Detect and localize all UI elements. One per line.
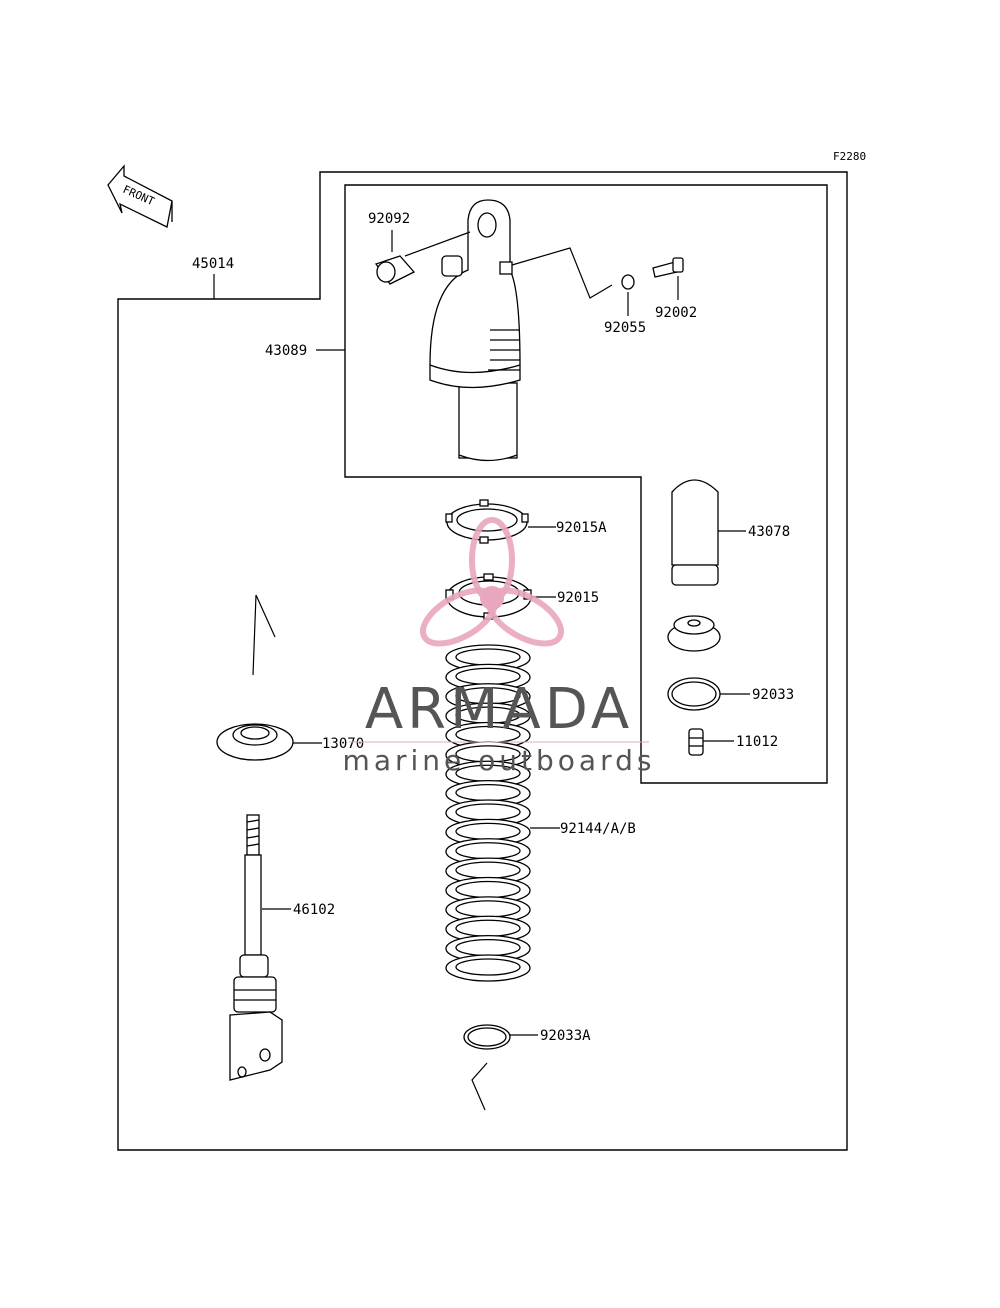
propeller-hub (480, 586, 504, 610)
assembly-frame-45014 (117, 171, 848, 1151)
reservoir-cap-43078 (671, 479, 719, 586)
circlip-92033 (667, 677, 721, 711)
o-ring-92055 (621, 274, 635, 290)
part-label-92092: 92092 (368, 211, 410, 227)
part-label-92033a: 92033A (540, 1028, 591, 1044)
armada-watermark: ARMADA marine outboards (343, 517, 656, 777)
spring-coil-inner (455, 958, 521, 976)
watermark-brand: ARMADA (365, 677, 633, 742)
front-arrow-icon: FRONT (107, 164, 173, 228)
bolt-92002 (652, 257, 684, 278)
part-label-92144: 92144/A/B (560, 821, 636, 837)
part-label-46102: 46102 (293, 902, 335, 918)
watermark-tagline: marine outboards (343, 744, 656, 777)
part-label-92033: 92033 (752, 687, 794, 703)
part-label-92055: 92055 (604, 320, 646, 336)
propeller-logo-icon (420, 517, 564, 647)
part-label-13070: 13070 (322, 736, 364, 752)
part-label-92015a: 92015A (556, 520, 607, 536)
spring-92144 (445, 644, 531, 982)
part-label-11012: 11012 (736, 734, 778, 750)
valve-11012 (688, 728, 704, 756)
diagram-code: F2280 (833, 150, 866, 163)
part-label-45014: 45014 (192, 256, 234, 272)
part-label-43078: 43078 (748, 524, 790, 540)
part-label-92015: 92015 (557, 590, 599, 606)
spring-seat-13070 (216, 723, 294, 761)
circlip-92033a (463, 1024, 511, 1050)
bushing-92092 (374, 255, 416, 285)
alignment-mark-left (252, 594, 276, 676)
alignment-mark-bottom (471, 1062, 488, 1111)
part-label-43089: 43089 (265, 343, 307, 359)
assembly-frame-43089 (344, 184, 828, 784)
part-label-92002: 92002 (655, 305, 697, 321)
bladder-cap (667, 615, 721, 652)
piston-rod-46102 (229, 814, 283, 1081)
shock-body-43089 (429, 199, 521, 462)
